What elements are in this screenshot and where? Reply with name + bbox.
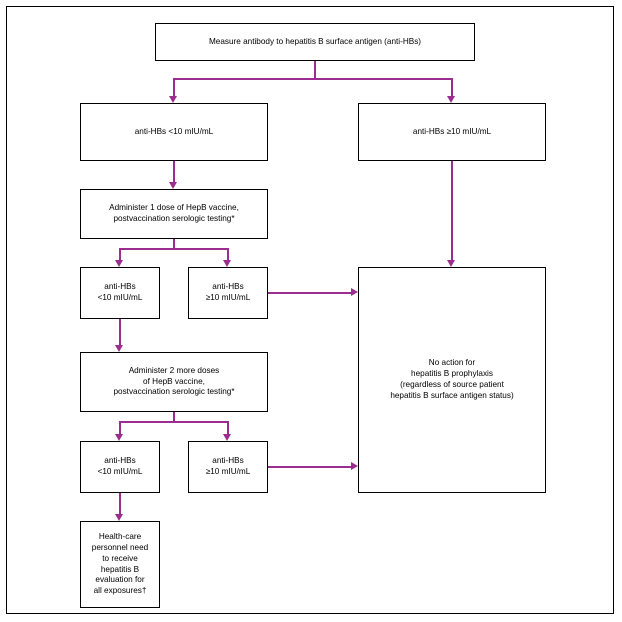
connector-dose1-to-lt10b <box>119 248 121 260</box>
node-administer-2-more-doses-line1: Administer 2 more doses <box>128 365 220 375</box>
node-administer-2-more-doses-line2: of HepB vaccine, <box>143 376 205 386</box>
connector-split-to-lt10 <box>173 78 175 96</box>
node-measure-anti-hbs-label: Measure antibody to hepatitis B surface … <box>208 36 422 46</box>
arrowhead-split-to-lt10 <box>169 96 177 103</box>
node-hcp-evaluation: Health-care personnel need to receive he… <box>80 521 160 608</box>
connector-ge10b-to-no-action <box>268 292 351 294</box>
arrowhead-dose2-to-lt10c <box>115 434 123 441</box>
node-administer-1-dose-line2: postvaccination serologic testing* <box>113 214 235 223</box>
node-no-action: No action for hepatitis B prophylaxis (r… <box>358 267 546 493</box>
arrowhead-split-to-ge10 <box>447 96 455 103</box>
arrowhead-dose1-to-lt10b <box>115 260 123 267</box>
node-hcp-evaluation-line2: personnel need <box>91 542 149 552</box>
connector-dose1-down <box>173 239 175 249</box>
node-hcp-evaluation-line5: evaluation for <box>95 575 145 585</box>
node-measure-anti-hbs: Measure antibody to hepatitis B surface … <box>155 23 475 61</box>
connector-dose2-down <box>173 412 175 422</box>
node-anti-hbs-ge10-initial: anti-HBs ≥10 mIU/mL <box>358 103 546 161</box>
node-hcp-evaluation-line1: Health-care <box>98 532 142 542</box>
arrowhead-dose1-to-ge10b <box>223 260 231 267</box>
node-anti-hbs-lt10-after-dose3-line1: anti-HBs <box>104 456 136 466</box>
node-anti-hbs-lt10-after-dose3: anti-HBs <10 mIU/mL <box>80 441 160 493</box>
diagram-frame <box>6 6 614 614</box>
node-hcp-evaluation-line6: all exposures† <box>93 586 147 596</box>
arrowhead-lt10c-to-hcp <box>115 514 123 521</box>
node-anti-hbs-lt10-after-dose1-line1: anti-HBs <box>104 282 136 292</box>
node-anti-hbs-ge10-after-dose3: anti-HBs ≥10 mIU/mL <box>188 441 268 493</box>
arrowhead-ge10-initial-to-no-action <box>447 260 455 267</box>
node-anti-hbs-lt10-initial: anti-HBs <10 mIU/mL <box>80 103 268 161</box>
node-anti-hbs-ge10-initial-label: anti-HBs ≥10 mIU/mL <box>412 126 492 136</box>
node-administer-1-dose-line1: Administer 1 dose of HepB vaccine, <box>109 203 239 213</box>
node-hcp-evaluation-line3: to receive <box>102 553 138 563</box>
connector-lt10c-to-hcp <box>119 493 121 514</box>
connector-ge10c-to-no-action <box>268 466 351 468</box>
connector-dose1-split-bar <box>119 248 229 250</box>
node-no-action-line3: (regardless of source patient <box>400 380 504 389</box>
node-anti-hbs-ge10-after-dose3-line1: anti-HBs <box>212 456 244 466</box>
connector-dose2-to-lt10c <box>119 421 121 434</box>
arrowhead-dose2-to-ge10c <box>223 434 231 441</box>
node-anti-hbs-ge10-after-dose1-line2: ≥10 mIU/mL <box>205 293 251 302</box>
node-no-action-line1: No action for <box>428 358 476 368</box>
connector-lt10b-to-dose2 <box>119 319 121 345</box>
node-administer-2-more-doses: Administer 2 more doses of HepB vaccine,… <box>80 352 268 412</box>
arrowhead-lt10-initial-to-dose1 <box>169 182 177 189</box>
connector-split-bar <box>173 78 452 80</box>
node-anti-hbs-lt10-after-dose1-line2: <10 mIU/mL <box>97 293 143 302</box>
node-anti-hbs-lt10-initial-label: anti-HBs <10 mIU/mL <box>134 126 214 136</box>
connector-split-to-ge10 <box>451 78 453 96</box>
connector-dose2-split-bar <box>119 421 229 423</box>
connector-dose1-to-ge10b <box>227 248 229 260</box>
arrowhead-ge10b-to-no-action <box>351 288 358 296</box>
arrowhead-lt10b-to-dose2 <box>115 345 123 352</box>
connector-dose2-to-ge10c <box>227 421 229 434</box>
connector-lt10-initial-to-dose1 <box>173 161 175 182</box>
connector-ge10-initial-to-no-action <box>451 161 453 260</box>
node-anti-hbs-ge10-after-dose3-line2: ≥10 mIU/mL <box>205 467 251 476</box>
node-anti-hbs-ge10-after-dose1: anti-HBs ≥10 mIU/mL <box>188 267 268 319</box>
node-hcp-evaluation-line4: hepatitis B <box>100 564 140 574</box>
node-no-action-line2: hepatitis B prophylaxis <box>411 369 493 379</box>
arrowhead-ge10c-to-no-action <box>351 462 358 470</box>
node-administer-1-dose: Administer 1 dose of HepB vaccine, postv… <box>80 189 268 239</box>
node-anti-hbs-lt10-after-dose1: anti-HBs <10 mIU/mL <box>80 267 160 319</box>
node-anti-hbs-ge10-after-dose1-line1: anti-HBs <box>212 282 244 292</box>
connector-start-down <box>314 61 316 79</box>
node-administer-2-more-doses-line3: postvaccination serologic testing* <box>113 387 235 397</box>
node-no-action-line4: hepatitis B surface antigen status) <box>390 390 514 400</box>
node-anti-hbs-lt10-after-dose3-line2: <10 mIU/mL <box>97 467 143 476</box>
